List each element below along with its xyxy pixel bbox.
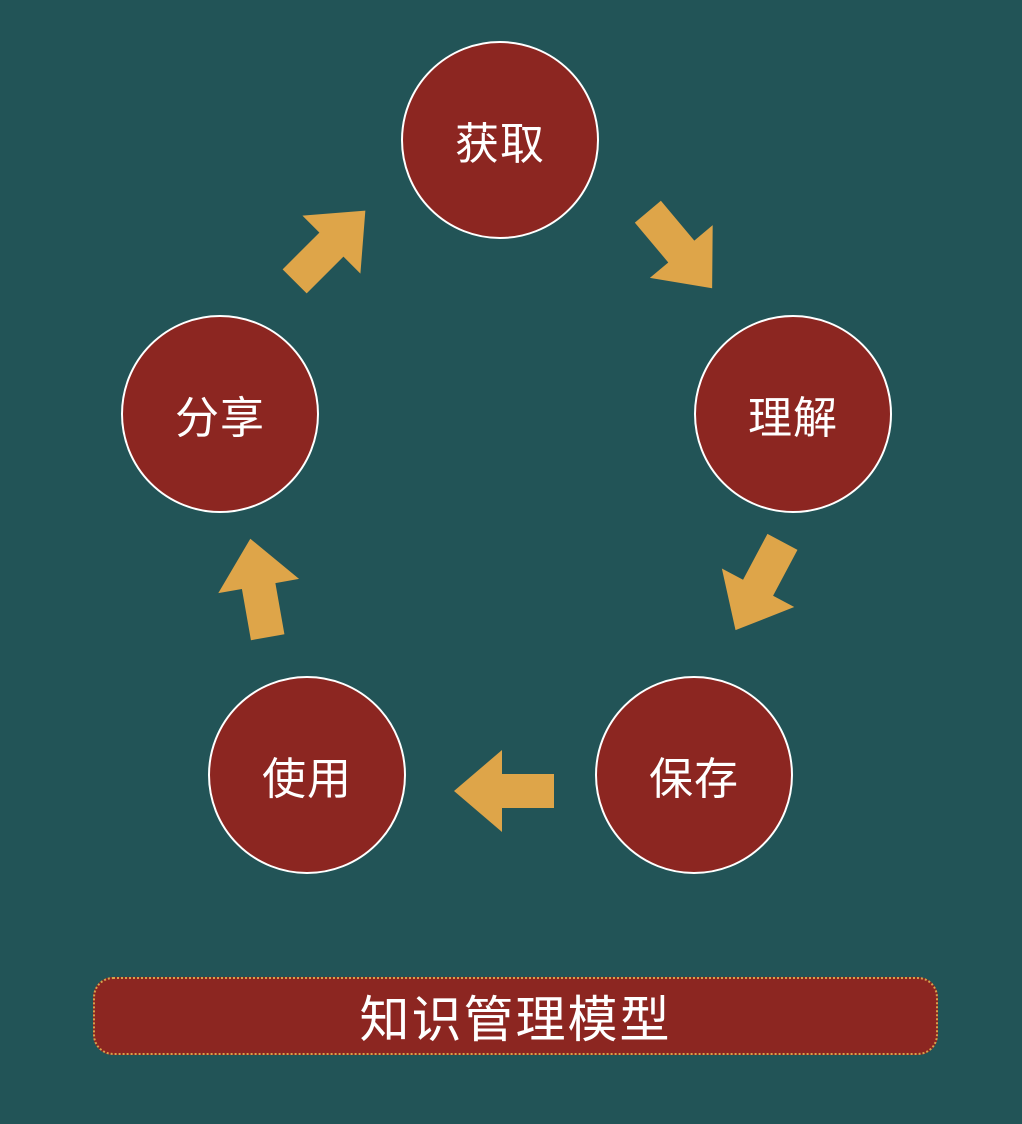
arrow-down-right-icon — [634, 200, 713, 289]
node-acquire: 获取 — [401, 41, 599, 239]
node-share-label: 分享 — [175, 393, 265, 444]
arrow-acquire-to-understand-icon — [630, 200, 730, 300]
node-save-label: 保存 — [649, 754, 739, 805]
node-understand: 理解 — [694, 315, 892, 513]
node-understand-label: 理解 — [748, 393, 838, 444]
diagram-title-bar: 知识管理模型 — [93, 977, 938, 1055]
arrow-down-left-icon — [721, 533, 798, 631]
node-share: 分享 — [121, 315, 319, 513]
arrow-save-to-use-icon — [454, 741, 554, 841]
node-use: 使用 — [208, 676, 406, 874]
arrow-up-icon — [218, 538, 300, 641]
node-use-label: 使用 — [262, 754, 352, 805]
arrow-understand-to-save-icon — [709, 533, 809, 636]
diagram-title: 知识管理模型 — [359, 991, 672, 1049]
node-save: 保存 — [595, 676, 793, 874]
arrow-use-to-share-icon — [209, 538, 309, 641]
node-acquire-label: 获取 — [455, 119, 545, 170]
arrow-up-right-icon — [282, 210, 366, 294]
arrow-left-icon — [454, 750, 554, 832]
arrow-share-to-acquire-icon — [280, 196, 380, 296]
